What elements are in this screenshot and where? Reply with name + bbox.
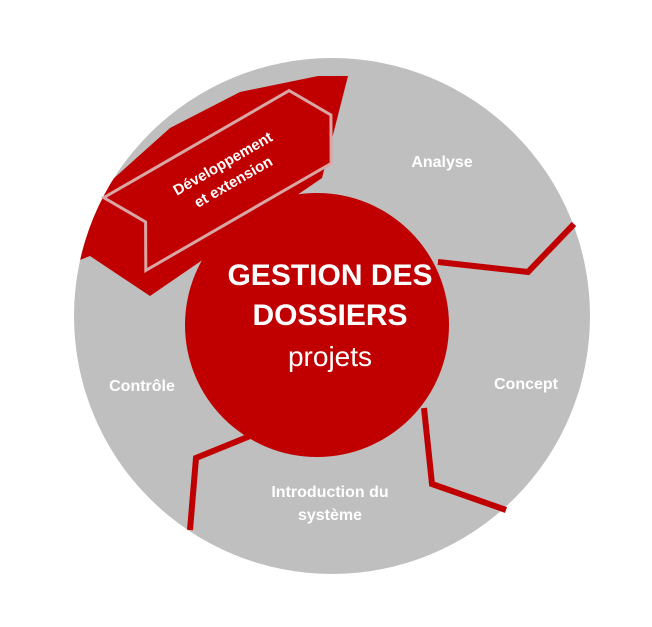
label-introduction-line2: système [298, 507, 362, 524]
developpement-banner: Développement et extension [100, 88, 333, 273]
label-introduction-line1: Introduction du [271, 484, 388, 501]
label-controle: Contrôle [109, 378, 175, 395]
banner-arrow-shape [100, 88, 333, 273]
center-subtitle: projets [288, 341, 372, 372]
divider-concept-introduction [421, 407, 507, 513]
segment-dividers [187, 221, 577, 531]
center-circle [185, 193, 449, 457]
label-concept: Concept [494, 376, 559, 393]
center-title-line2: DOSSIERS [252, 299, 407, 332]
divider-introduction-controle [187, 429, 262, 531]
divider-analyse-concept [437, 221, 577, 276]
label-analyse: Analyse [411, 154, 472, 171]
center-title-line1: GESTION DES [227, 259, 432, 292]
